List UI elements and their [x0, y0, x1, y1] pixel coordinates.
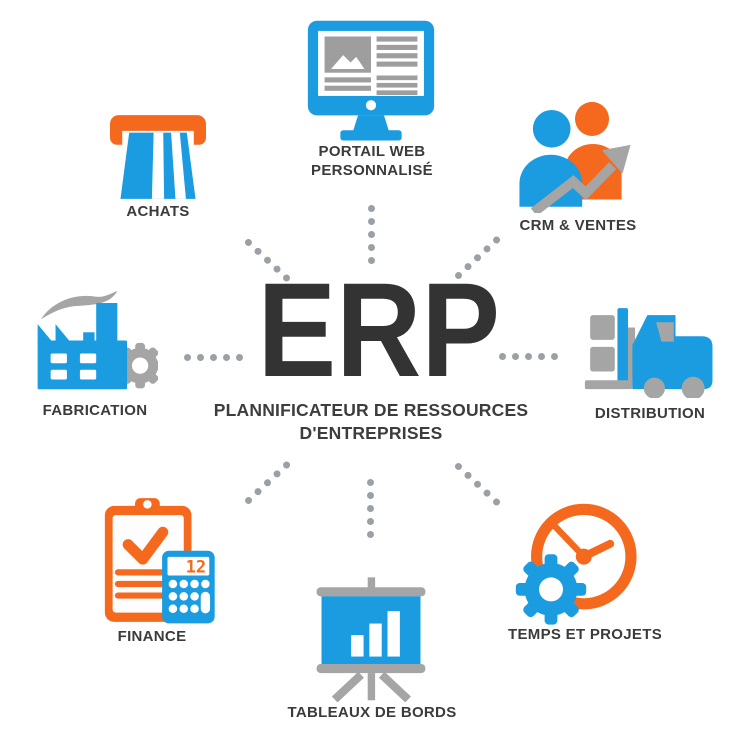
connector-dots-right [499, 353, 558, 360]
connector-dots-down-left [243, 460, 292, 506]
clipboard-calculator-icon: 12 [101, 495, 217, 625]
label-distribution: DISTRIBUTION [594, 405, 706, 422]
clock-gear-icon [511, 503, 639, 627]
label-tableaux-de-bords: TABLEAUX DE BORDS [287, 704, 457, 721]
erp-subtitle-line1: PLANNIFICATEUR DE RESSOURCES [213, 400, 529, 420]
connector-dots-down [367, 479, 374, 538]
blue-gear [515, 554, 587, 625]
presentation-bar-chart-icon [305, 574, 437, 702]
erp-subtitle: PLANNIFICATEUR DE RESSOURCES D'ENTREPRIS… [211, 399, 531, 445]
label-portail-web: PORTAIL WEB PERSONNALISÉ [311, 143, 433, 179]
calculator-display-value: 12 [186, 557, 206, 577]
erp-subtitle-line2: D'ENTREPRISES [299, 422, 443, 443]
erp-title: ERP [241, 264, 501, 398]
factory-gear-icon [36, 281, 158, 395]
forklift-icon [584, 301, 716, 398]
calculator: 12 [162, 550, 215, 624]
label-finance: FINANCE [117, 628, 187, 645]
gray-gear [117, 342, 158, 389]
connector-dots-left [184, 354, 243, 361]
card-slot-icon [110, 113, 206, 201]
label-achats: ACHATS [126, 203, 190, 220]
label-fabrication: FABRICATION [42, 402, 148, 419]
connector-dots-down-right [453, 461, 502, 507]
monitor-icon [306, 20, 436, 144]
label-temps-projets: TEMPS ET PROJETS [508, 626, 662, 643]
calculator-display [167, 556, 210, 576]
label-crm-ventes: CRM & VENTES [519, 217, 637, 234]
erp-title-text: ERP [257, 256, 500, 405]
connector-dots-up [368, 205, 375, 264]
people-growth-arrow-icon [512, 101, 638, 213]
